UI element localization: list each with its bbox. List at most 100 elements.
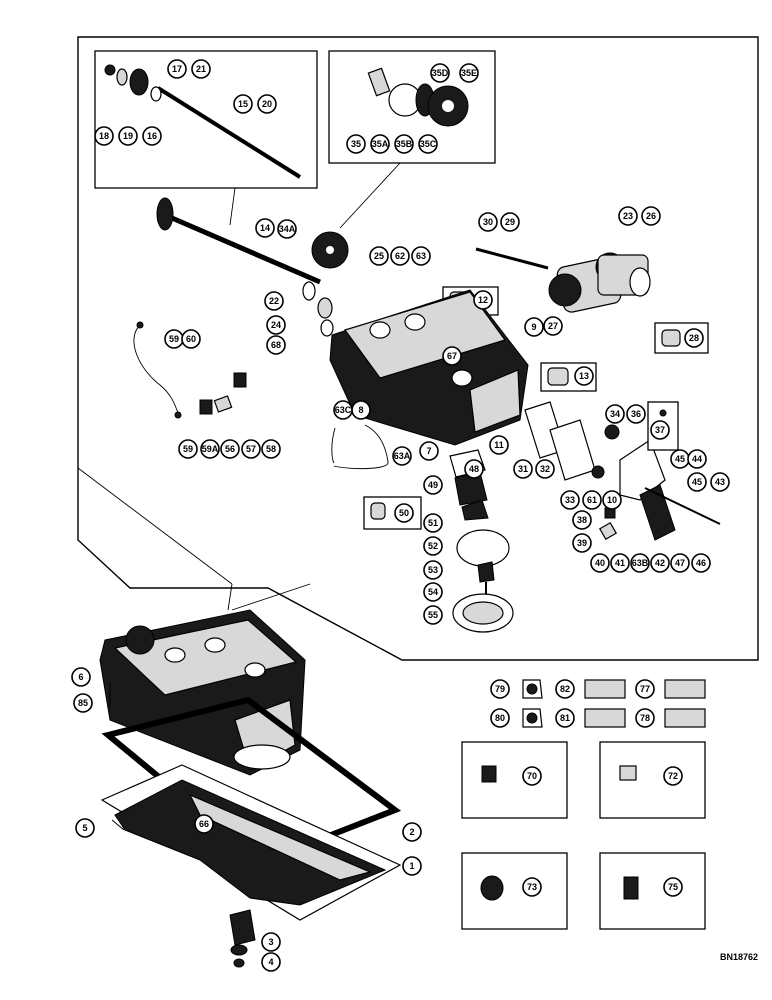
drawing-code: BN18762: [720, 952, 758, 962]
callout-circle: [402, 856, 422, 876]
callout-circle: [430, 63, 450, 83]
callout-circle: [423, 513, 443, 533]
callout-9: 9: [524, 317, 544, 337]
lower-crankcase: [99, 609, 306, 776]
callout-circle: [582, 490, 602, 510]
callout-number: 29: [505, 217, 515, 227]
callout-circle: [220, 439, 240, 459]
callout-circle: [94, 126, 114, 146]
callout-circle: [194, 814, 214, 834]
callout-70: 70: [522, 766, 542, 786]
callout-number: 5: [82, 823, 87, 833]
callout-number: 49: [428, 480, 438, 490]
callout-7: 7: [419, 441, 439, 461]
callout-59A: 59A: [200, 439, 220, 459]
callout-number: 54: [428, 587, 438, 597]
callout-circle: [478, 212, 498, 232]
callout-number: 18: [99, 131, 109, 141]
callout-circle: [181, 329, 201, 349]
callout-number: 25: [374, 251, 384, 261]
callout-80: 80: [490, 708, 510, 728]
callout-circle: [233, 94, 253, 114]
callout-number: 57: [246, 444, 256, 454]
callout-77: 77: [635, 679, 655, 699]
callout-circle: [691, 553, 711, 573]
callout-26: 26: [641, 206, 661, 226]
callout-circle: [369, 246, 389, 266]
callout-number: 60: [186, 334, 196, 344]
bearing-shells: [522, 679, 706, 728]
callout-63C: 63C: [333, 400, 353, 420]
callout-57: 57: [241, 439, 261, 459]
callout-number: 9: [531, 322, 536, 332]
callout-number: 35B: [396, 139, 413, 149]
callout-59: 59: [178, 439, 198, 459]
callout-31: 31: [513, 459, 533, 479]
callout-22: 22: [264, 291, 284, 311]
callout-54: 54: [423, 582, 443, 602]
callout-55: 55: [423, 605, 443, 625]
callout-44: 44: [687, 449, 707, 469]
callout-circle: [650, 420, 670, 440]
callout-number: 63A: [394, 451, 411, 461]
callout-2: 2: [402, 822, 422, 842]
callout-circle: [473, 290, 493, 310]
callout-circle: [402, 822, 422, 842]
callout-32: 32: [535, 459, 555, 479]
callout-6: 6: [71, 667, 91, 687]
callout-39: 39: [572, 533, 592, 553]
callout-35E: 35E: [459, 63, 479, 83]
callout-33: 33: [560, 490, 580, 510]
governor-shaft-part: [104, 64, 302, 179]
callout-number: 17: [172, 64, 182, 74]
callout-circle: [418, 134, 438, 154]
callout-circle: [394, 503, 414, 523]
callout-circle: [411, 246, 431, 266]
callout-circle: [602, 490, 622, 510]
callout-circle: [626, 404, 646, 424]
callout-number: 72: [668, 771, 678, 781]
callout-number: 37: [655, 425, 665, 435]
upper-crankcase: [329, 289, 529, 446]
callout-number: 58: [266, 444, 276, 454]
callout-number: 78: [640, 713, 650, 723]
callout-42: 42: [650, 553, 670, 573]
callout-number: 41: [615, 558, 625, 568]
callout-number: 38: [577, 515, 587, 525]
callout-35B: 35B: [394, 134, 414, 154]
callout-circle: [71, 667, 91, 687]
callout-82: 82: [555, 679, 575, 699]
callout-37: 37: [650, 420, 670, 440]
callout-34: 34: [605, 404, 625, 424]
callout-number: 7: [426, 446, 431, 456]
callout-number: 63B: [632, 558, 649, 568]
callout-circle: [684, 328, 704, 348]
callout-circle: [75, 818, 95, 838]
callout-10: 10: [602, 490, 622, 510]
callout-63B: 63B: [630, 553, 650, 573]
callout-number: 35D: [432, 68, 449, 78]
callout-number: 43: [715, 477, 725, 487]
callout-circle: [142, 126, 162, 146]
plug-box-70: [461, 741, 568, 819]
callout-number: 73: [527, 882, 537, 892]
callout-number: 8: [358, 405, 363, 415]
callout-number: 10: [607, 495, 617, 505]
callout-circle: [333, 400, 353, 420]
callout-number: 56: [225, 444, 235, 454]
callout-circle: [522, 766, 542, 786]
callout-85: 85: [73, 693, 93, 713]
callout-8: 8: [351, 400, 371, 420]
callout-circle: [524, 317, 544, 337]
callout-circle: [650, 553, 670, 573]
callout-56: 56: [220, 439, 240, 459]
callout-63: 63: [411, 246, 431, 266]
callout-number: 44: [692, 454, 702, 464]
gear-assembly-part: [367, 67, 469, 127]
callout-circle: [423, 475, 443, 495]
callout-number: 40: [595, 558, 605, 568]
callout-number: 63C: [335, 405, 352, 415]
callout-number: 2: [409, 827, 414, 837]
callout-number: 12: [478, 295, 488, 305]
callout-number: 35C: [420, 139, 437, 149]
